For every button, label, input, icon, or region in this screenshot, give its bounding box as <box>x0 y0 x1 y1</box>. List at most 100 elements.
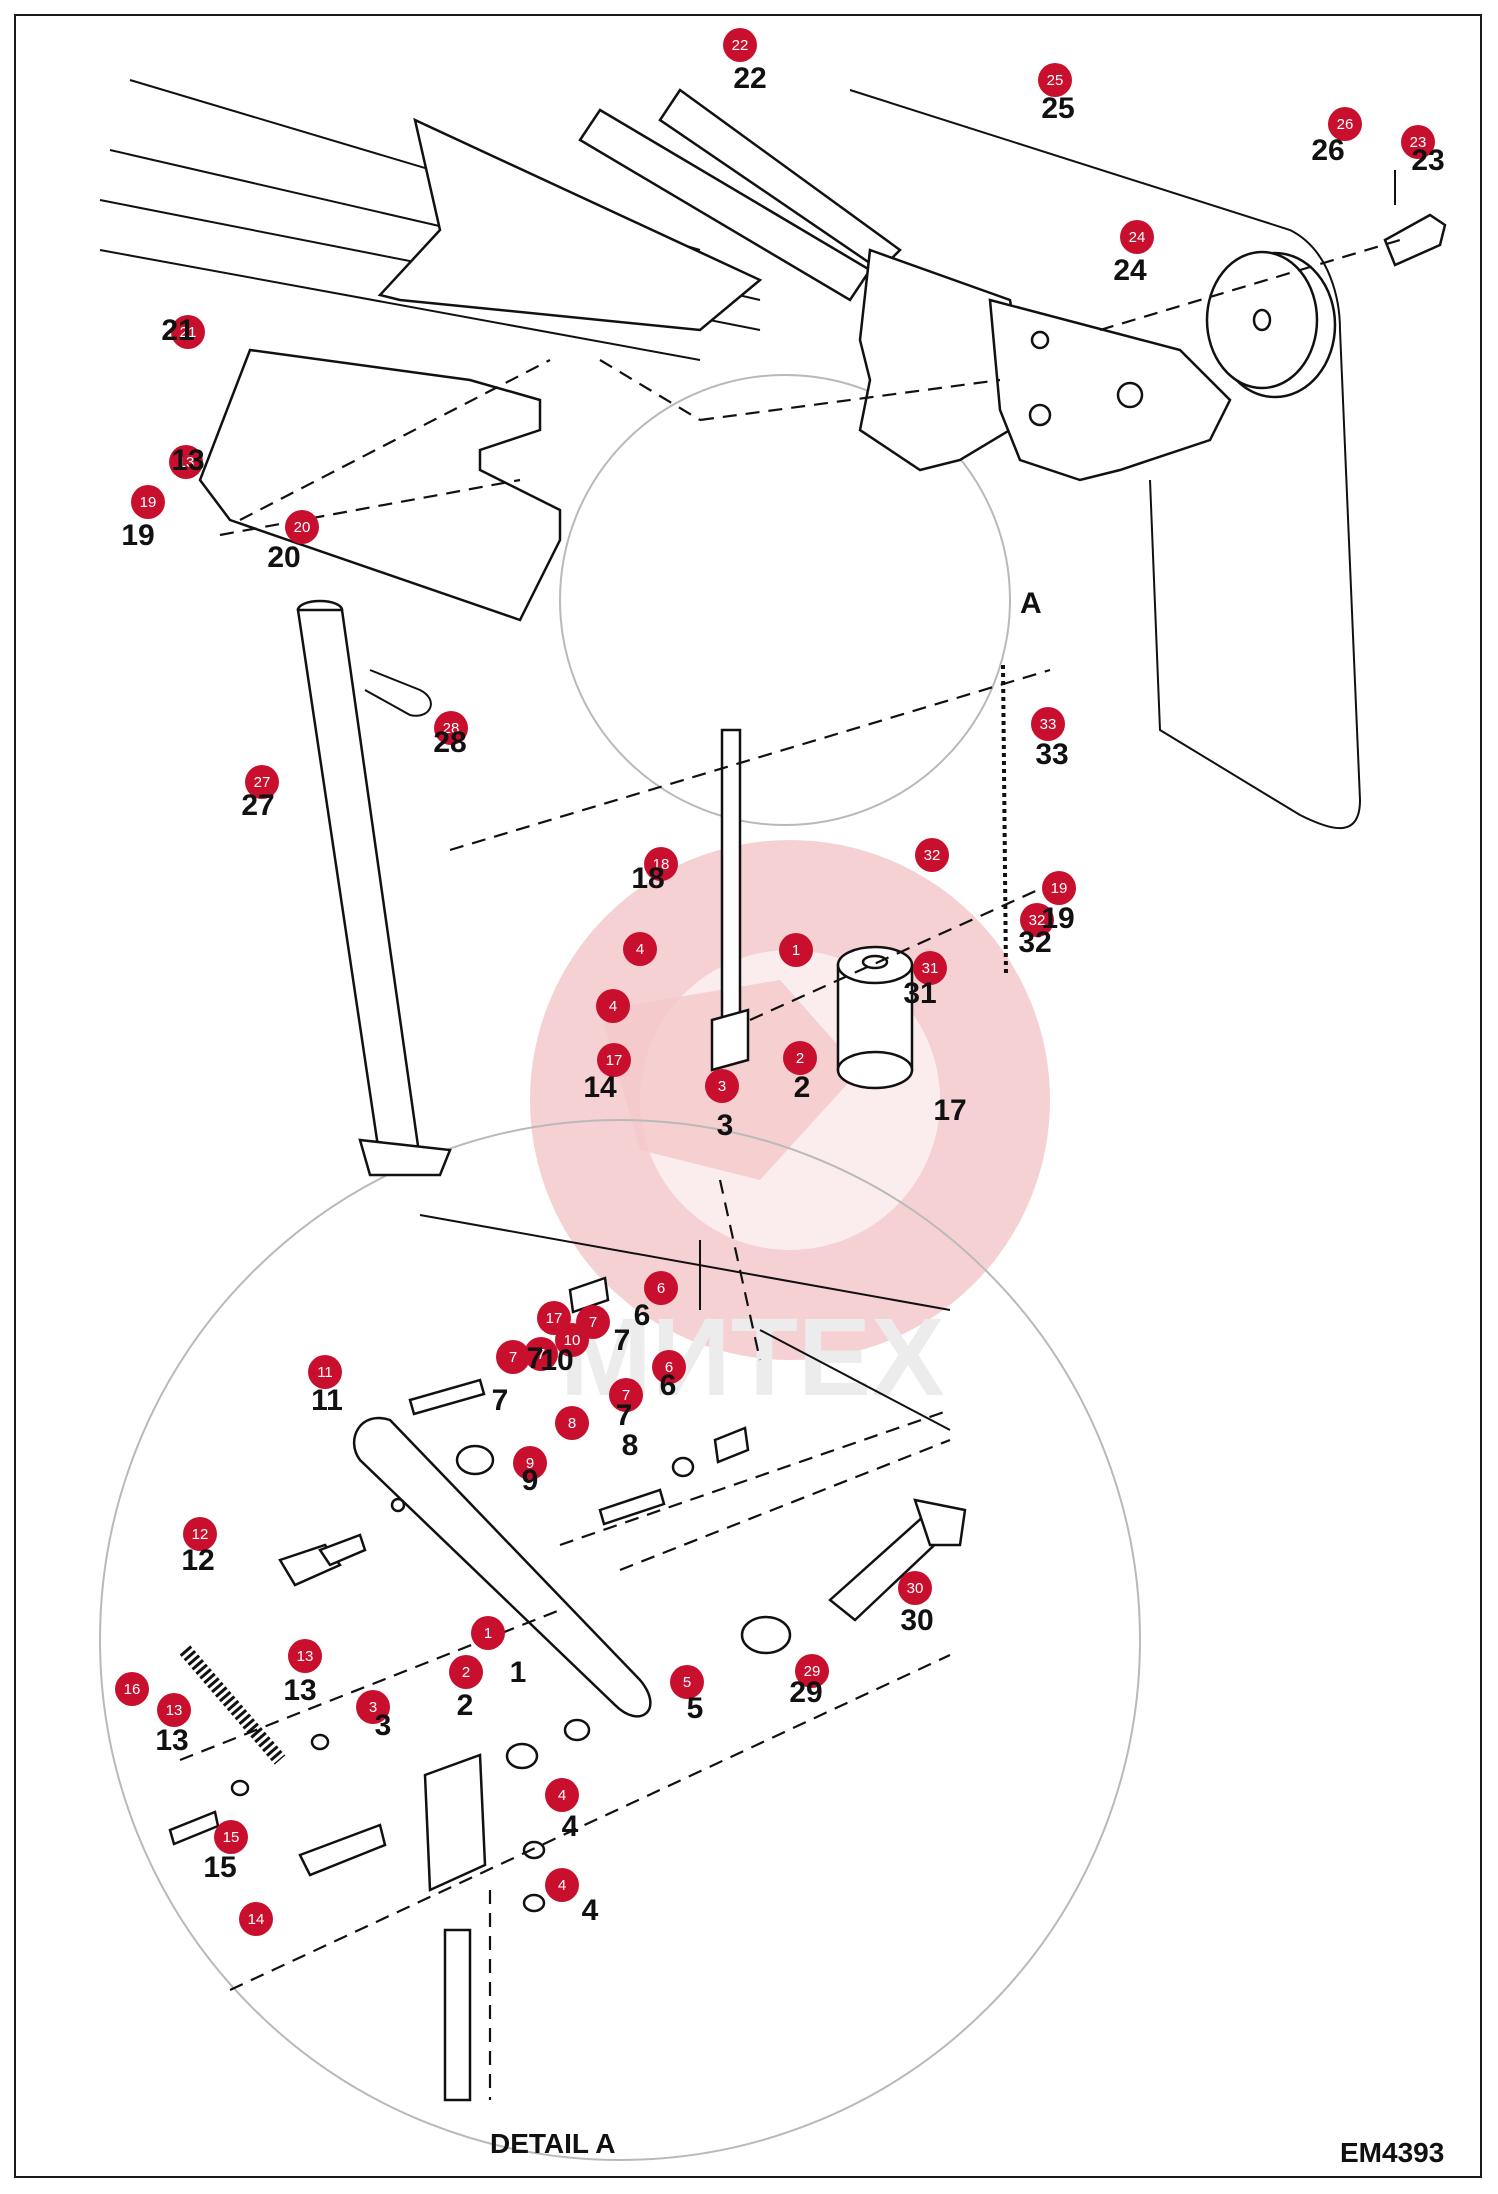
callout-number: 23 <box>1410 134 1427 151</box>
callout-dot <box>644 1271 678 1305</box>
callout-dot <box>913 951 947 985</box>
callout-dot <box>545 1868 579 1902</box>
callout-dot <box>471 1616 505 1650</box>
callout-number: 16 <box>124 1681 141 1698</box>
callout-marker: 1 <box>471 1616 505 1650</box>
callout-marker: 19 <box>1042 871 1076 905</box>
callout-marker: 7 <box>609 1378 643 1412</box>
drawing-frame <box>14 14 1482 2178</box>
part-number-label: 5 <box>687 1692 704 1725</box>
callout-number: 1 <box>792 942 800 959</box>
callout-marker: 17 <box>597 1043 631 1077</box>
callout-number: 7 <box>589 1314 597 1331</box>
callout-number: 4 <box>636 941 644 958</box>
callout-dot <box>434 711 468 745</box>
part-number-label: 7 <box>614 1324 631 1357</box>
callout-number: 30 <box>907 1580 924 1597</box>
callout-dot <box>609 1378 643 1412</box>
callout-marker: 21 <box>171 315 205 349</box>
callout-dot <box>1328 107 1362 141</box>
callout-dot <box>115 1672 149 1706</box>
callout-dot <box>157 1693 191 1727</box>
part-number-label: 4 <box>562 1810 579 1843</box>
callout-number: 12 <box>192 1526 209 1543</box>
callout-number: 28 <box>443 720 460 737</box>
callout-number: 4 <box>558 1877 566 1894</box>
callout-marker: 13 <box>169 445 203 479</box>
callout-dot <box>524 1337 558 1371</box>
detail-a-components <box>168 1214 967 2102</box>
callout-marker: 15 <box>214 1820 248 1854</box>
part-number-label: 31 <box>903 977 936 1010</box>
drawing-code: EM4393 <box>1340 2137 1444 2168</box>
callout-number: 22 <box>732 37 749 54</box>
part-number-label: 20 <box>267 541 300 574</box>
callout-marker: 12 <box>183 1517 217 1551</box>
callout-marker: 11 <box>308 1355 342 1389</box>
part-number-label: 9 <box>522 1464 539 1497</box>
callout-marker: 4 <box>596 989 630 1023</box>
callout-number: 21 <box>180 324 197 341</box>
callout-dot <box>597 1043 631 1077</box>
pulley-arm-plate <box>988 298 1232 482</box>
callout-dot <box>545 1778 579 1812</box>
part-number-label: 13 <box>155 1724 188 1757</box>
callout-number: 7 <box>537 1346 545 1363</box>
callout-dot <box>496 1340 530 1374</box>
callout-marker: 6 <box>644 1271 678 1305</box>
callout-marker: 9 <box>513 1446 547 1480</box>
callout-dot <box>169 445 203 479</box>
callout-marker: 7 <box>524 1337 558 1371</box>
callout-marker: 25 <box>1038 63 1072 97</box>
lynch-pin <box>364 669 432 717</box>
part-number-label: 27 <box>241 789 274 822</box>
callout-marker: 3 <box>705 1069 739 1103</box>
callout-marker: 24 <box>1120 220 1154 254</box>
callout-marker: 28 <box>434 711 468 745</box>
callout-dot <box>1042 871 1076 905</box>
callout-dot <box>652 1350 686 1384</box>
callout-number: 13 <box>166 1702 183 1719</box>
part-number-label: 28 <box>433 726 466 759</box>
detail-a-reference-circle <box>559 374 1011 826</box>
callout-number: 20 <box>294 519 311 536</box>
part-number-label: 7 <box>527 1342 544 1375</box>
callout-marker: 5 <box>670 1665 704 1699</box>
callout-number: 27 <box>254 774 271 791</box>
callout-number: 32 <box>1029 912 1046 929</box>
callout-marker: 10 <box>555 1323 589 1357</box>
callout-number: 33 <box>1040 716 1057 733</box>
callout-dot <box>705 1069 739 1103</box>
callout-dot <box>131 485 165 519</box>
callout-dot <box>356 1690 390 1724</box>
part-number-label: 10 <box>540 1344 573 1377</box>
callout-marker: 7 <box>496 1340 530 1374</box>
callout-dot <box>644 847 678 881</box>
detail-title: DETAIL A <box>490 2128 615 2159</box>
callout-marker: 27 <box>245 765 279 799</box>
rod <box>720 728 742 1022</box>
callout-dot <box>670 1665 704 1699</box>
callout-dot <box>214 1820 248 1854</box>
part-number-label: 25 <box>1041 92 1074 125</box>
callout-number: 18 <box>653 856 670 873</box>
part-number-label: 18 <box>631 862 664 895</box>
callout-dot <box>513 1446 547 1480</box>
part-number-label: 23 <box>1411 144 1444 177</box>
callout-marker: 3 <box>356 1690 390 1724</box>
roller <box>836 945 914 1090</box>
part-number-label: 21 <box>161 314 194 347</box>
assembly-lines-detail <box>179 1179 951 2100</box>
callout-marker: 6 <box>652 1350 686 1384</box>
callout-dot <box>308 1355 342 1389</box>
callout-number: 3 <box>718 1078 726 1095</box>
part-number-label: 17 <box>933 1094 966 1127</box>
callout-number: 10 <box>564 1332 581 1349</box>
part-number-label: 2 <box>794 1071 811 1104</box>
part-number-label: 33 <box>1035 738 1068 771</box>
part-number-label: 6 <box>660 1369 677 1402</box>
callout-dot <box>898 1571 932 1605</box>
